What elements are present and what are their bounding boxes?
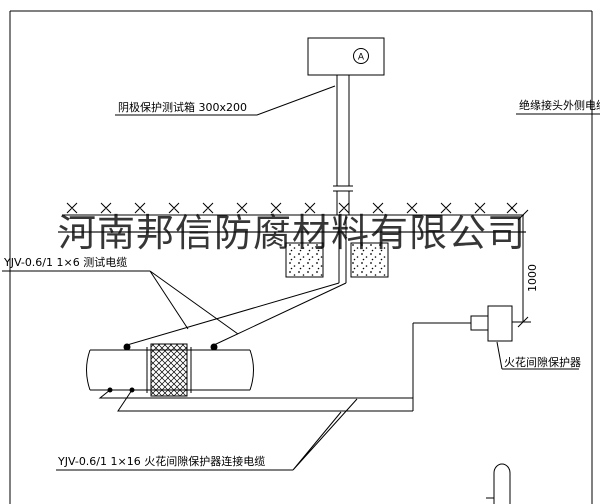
label-test-cable: YJV-0.6/1 1×6 测试电缆 <box>3 256 127 269</box>
underground-conduit <box>338 215 347 283</box>
test-cable-right <box>213 282 347 346</box>
label-spark-cable: YJV-0.6/1 1×16 火花间隙保护器连接电缆 <box>57 454 265 468</box>
leader-spark-protector <box>496 341 579 370</box>
label-test-box: 阴极保护测试箱 300x200 <box>118 100 247 114</box>
ammeter-circle <box>353 48 369 64</box>
spark-gap-protector <box>487 305 513 342</box>
label-spark-protector: 火花间隙保护器 <box>504 355 581 369</box>
cable-terminal-left <box>123 343 131 351</box>
joint-flange-lines <box>146 347 192 393</box>
spark-gap-connection-cables <box>98 322 471 412</box>
concrete-foundation-left <box>285 242 324 278</box>
spark-gap-protector-stem <box>470 315 489 331</box>
cable-terminal-right <box>210 343 218 351</box>
test-cable-left <box>126 282 340 346</box>
leader-test-cable <box>2 270 239 335</box>
drawing-frame <box>9 10 593 504</box>
leader-test-box <box>115 85 336 116</box>
ground-hatch-marks <box>66 202 518 214</box>
concrete-foundation-right <box>350 242 389 278</box>
ammeter-label: A <box>358 53 365 63</box>
dimension-label: 1000 <box>526 264 539 292</box>
pipe-bond-point-left <box>107 387 113 393</box>
test-post-pole <box>333 75 353 215</box>
dimension-line <box>512 209 531 328</box>
pipe-section-symbol <box>486 463 511 504</box>
insulating-joint <box>150 343 188 397</box>
test-box <box>307 37 385 76</box>
leader-spark-cable <box>56 398 358 471</box>
pipe-bond-point-right <box>129 387 135 393</box>
label-outer-cable: 绝缘接头外侧电缆 <box>519 98 600 112</box>
